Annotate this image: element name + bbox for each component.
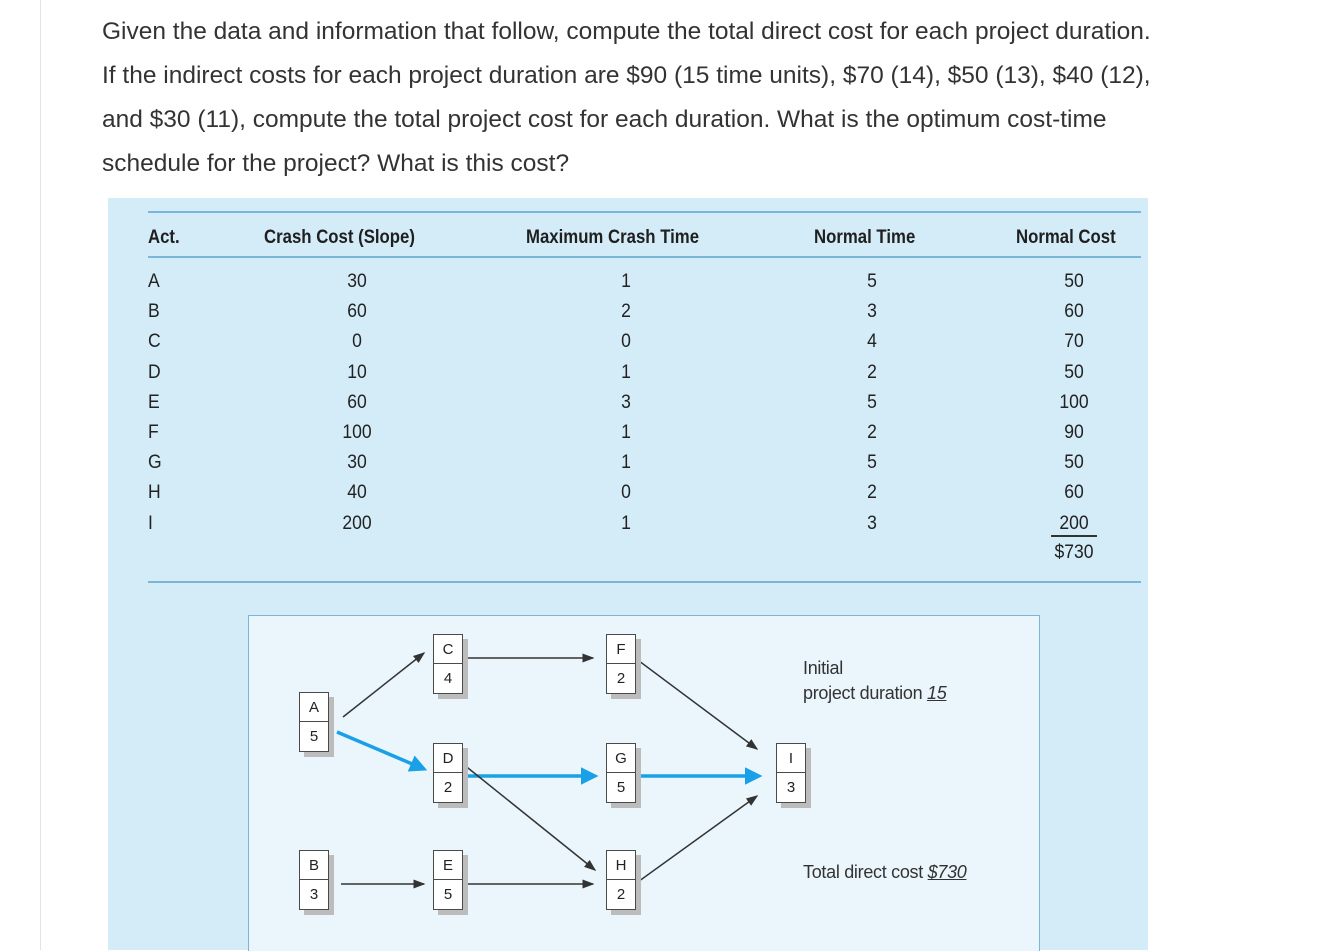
cell-max-crash: 1 — [621, 511, 631, 534]
cell-max-crash: 1 — [621, 421, 631, 443]
cell-normal-time: 5 — [867, 390, 877, 413]
cell-crash-cost: 0 — [352, 330, 362, 353]
network-arrows — [336, 652, 763, 889]
total-direct-cost-annotation: Total direct cost $730 — [803, 862, 967, 883]
cell-crash-cost: 60 — [347, 390, 367, 413]
cell-normal-cost: 200 — [1059, 511, 1089, 534]
cell-normal-cost: 50 — [1064, 360, 1084, 383]
cell-normal-time: 3 — [867, 300, 877, 323]
cell-act: B — [148, 300, 160, 323]
cell-normal-time: 2 — [867, 360, 877, 383]
total-direct-cost-value: $730 — [927, 862, 967, 882]
table-bottom-rule — [148, 581, 1141, 583]
arrow-h-i — [634, 795, 759, 885]
cell-crash-cost: 30 — [347, 451, 367, 474]
cell-max-crash: 0 — [621, 481, 631, 504]
cell-normal-time: 2 — [867, 421, 877, 443]
cell-max-crash: 3 — [621, 390, 631, 413]
header-crash-cost: Crash Cost (Slope) — [264, 226, 415, 248]
cell-act: I — [148, 511, 153, 534]
initial-duration-annotation: Initial project duration 15 — [803, 656, 947, 706]
cell-normal-cost: 70 — [1064, 330, 1084, 353]
arrow-a-d-critical — [336, 730, 428, 772]
header-normal-time: Normal Time — [814, 226, 916, 248]
question-text: Given the data and information that foll… — [102, 10, 1317, 186]
initial-duration-value: 15 — [926, 683, 947, 703]
cell-crash-cost: 100 — [342, 421, 372, 443]
header-act: Act. — [148, 226, 180, 248]
cell-crash-cost: 60 — [347, 300, 367, 323]
cell-normal-time: 2 — [867, 481, 877, 504]
header-normal-cost: Normal Cost — [1016, 226, 1116, 248]
arrow-a-c — [342, 652, 426, 718]
cell-normal-time: 5 — [867, 451, 877, 474]
question-line-2: If the indirect costs for each project d… — [102, 62, 1151, 89]
cell-normal-time: 5 — [867, 270, 877, 292]
cell-normal-time: 3 — [867, 511, 877, 534]
cell-max-crash: 1 — [621, 270, 631, 292]
cell-normal-cost: 90 — [1064, 421, 1084, 443]
cell-act: C — [148, 330, 161, 353]
total-rule — [1051, 535, 1097, 537]
total-normal-cost: $730 — [1054, 541, 1094, 563]
cell-normal-cost: 50 — [1064, 270, 1084, 292]
cell-act: F — [148, 421, 159, 443]
arrow-d-h — [462, 763, 597, 871]
cell-normal-cost: 100 — [1059, 390, 1089, 413]
cell-crash-cost: 10 — [347, 360, 367, 383]
problem-figure: Act. Crash Cost (Slope) Maximum Crash Ti… — [108, 198, 1148, 951]
cell-act: G — [148, 451, 162, 474]
question-line-1: Given the data and information that foll… — [102, 18, 1151, 45]
cell-normal-time: 4 — [867, 330, 877, 353]
cell-normal-cost: 60 — [1064, 300, 1084, 323]
arrow-f-i — [634, 657, 759, 750]
header-max-crash-time: Maximum Crash Time — [526, 226, 700, 248]
cell-normal-cost: 60 — [1064, 481, 1084, 504]
cell-crash-cost: 30 — [347, 270, 367, 292]
cell-act: A — [148, 270, 160, 292]
question-line-4: schedule for the project? What is this c… — [102, 150, 570, 177]
cell-normal-cost: 50 — [1064, 451, 1084, 474]
cell-max-crash: 1 — [621, 360, 631, 383]
cell-crash-cost: 200 — [342, 511, 372, 534]
cell-max-crash: 2 — [621, 300, 631, 323]
cell-max-crash: 0 — [621, 330, 631, 353]
cell-act: E — [148, 390, 160, 413]
table-header-rule — [148, 256, 1141, 258]
table-top-rule — [148, 211, 1141, 213]
cell-max-crash: 1 — [621, 451, 631, 474]
cell-crash-cost: 40 — [347, 481, 367, 504]
question-line-3: and $30 (11), compute the total project … — [102, 106, 1107, 133]
total-direct-cost-label: Total direct cost — [803, 862, 923, 882]
cell-act: H — [148, 481, 161, 504]
initial-label: Initial — [803, 658, 843, 678]
project-duration-label: project duration — [803, 683, 923, 703]
cell-act: D — [148, 360, 161, 383]
left-border — [40, 0, 41, 950]
